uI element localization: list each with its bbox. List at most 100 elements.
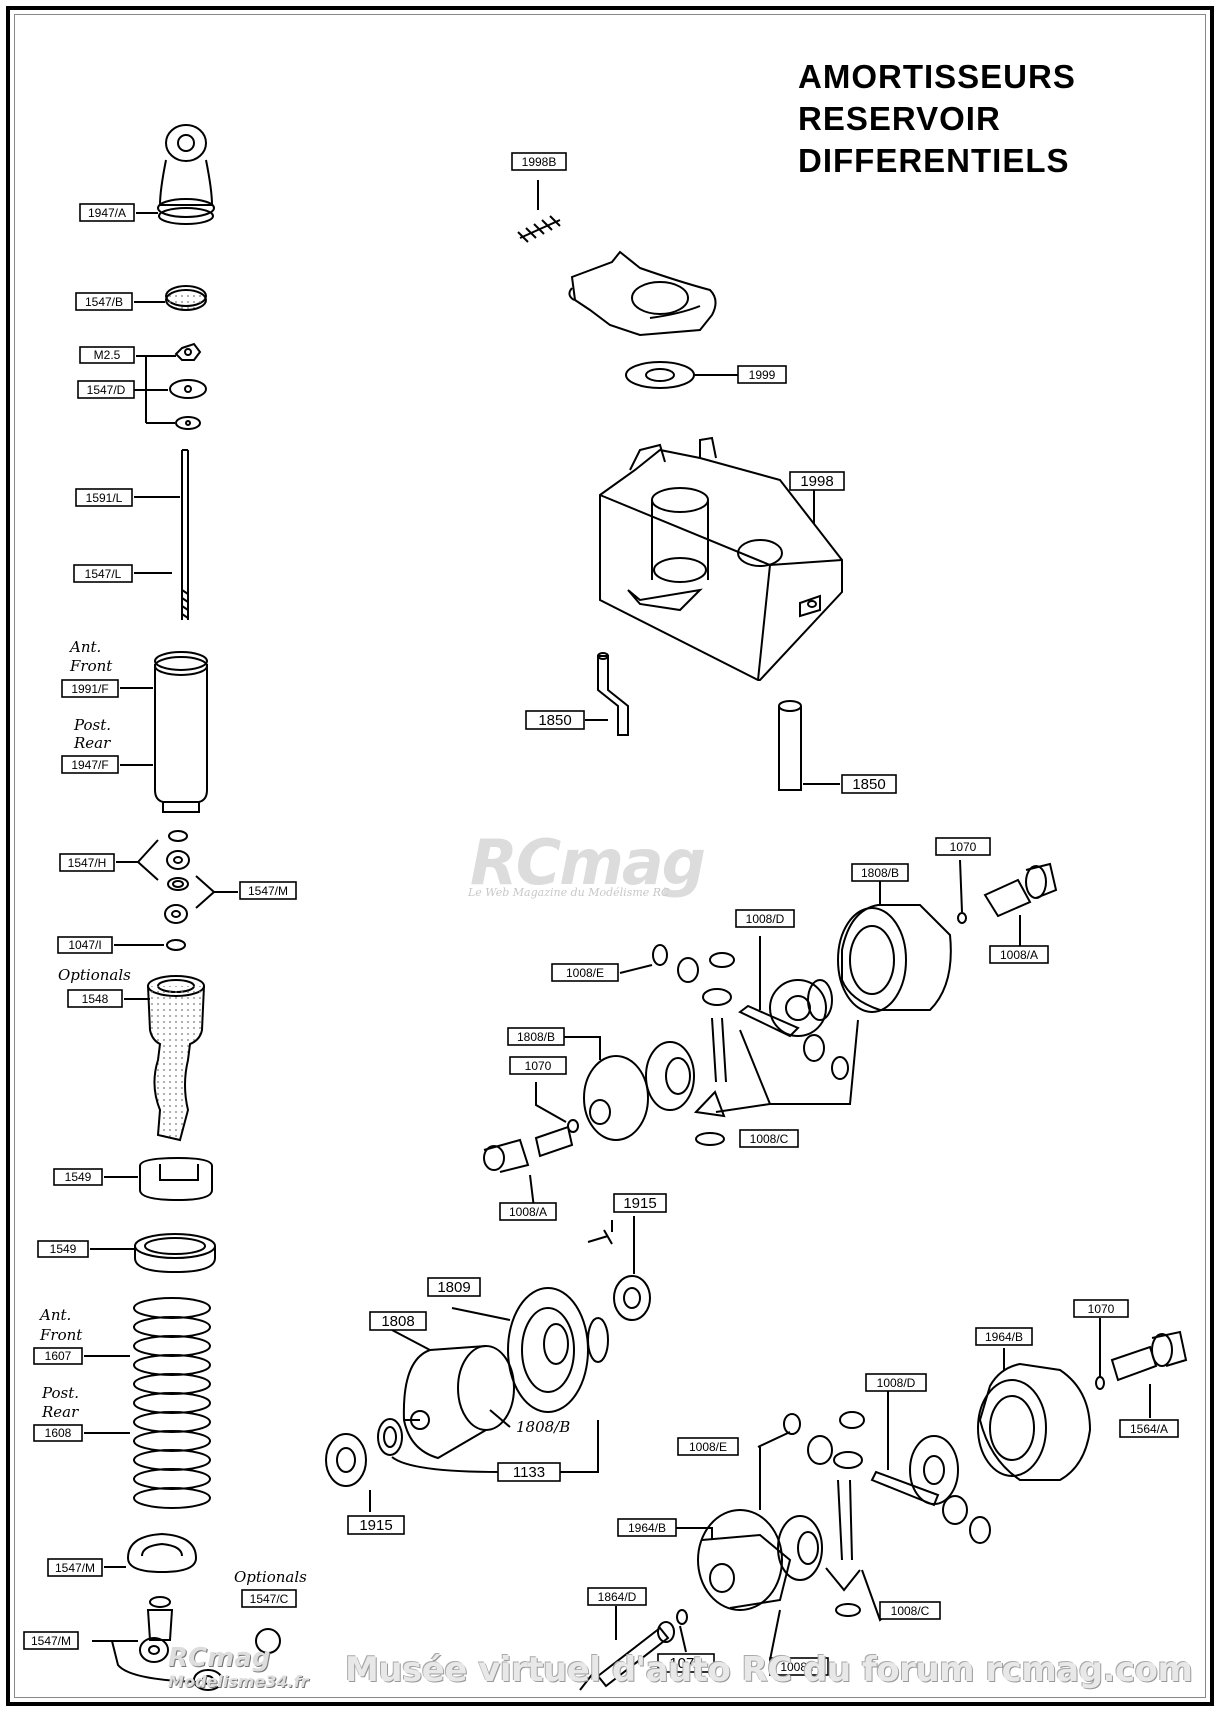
diff-b-ring-gear: [507, 1287, 589, 1413]
diff-a-gear-left: [645, 1041, 695, 1111]
footer-watermark: Musée virtuel d'auto RC du forum rcmag.c…: [345, 1650, 1193, 1690]
corner-logo-subtitle: Modelisme34.fr: [168, 1672, 309, 1691]
part-label-text-b-1915-top: 1915: [623, 1195, 656, 1212]
part-label-shaft1: 1591/L: [75, 488, 133, 507]
part-label-a-1008a-right: 1008/A: [989, 945, 1049, 964]
tank-gasket: [625, 361, 695, 389]
note-optionals-note: Optionals: [234, 1568, 307, 1586]
part-label-text-spring: 1998B: [522, 155, 557, 169]
part-label-text-membrane: 1547/B: [85, 295, 123, 309]
spring-coil: [133, 1468, 211, 1490]
shock-cap: [157, 124, 215, 225]
title-line-3: DIFFERENTIELS: [798, 142, 1070, 179]
part-label-text-gasket: 1999: [749, 368, 776, 382]
part-label-text-rod-end: 1547/M: [31, 1634, 71, 1648]
fuel-tank: [599, 436, 843, 681]
part-label-a-1808b-left: 1808/B: [507, 1027, 565, 1046]
part-label-membrane: 1547/B: [75, 292, 133, 311]
part-label-text-a-1070: 1070: [950, 840, 977, 854]
fuel-pickup-right: [778, 700, 802, 791]
part-label-text-body-front: 1991/F: [71, 682, 108, 696]
part-label-a-1808b: 1808/B: [851, 863, 909, 882]
shock-membrane: [165, 285, 207, 311]
part-label-text-b-1808: 1808: [381, 1313, 414, 1330]
part-label-optionals-part: 1547/C: [241, 1589, 297, 1608]
part-label-text-spring-front: 1607: [45, 1349, 72, 1363]
part-label-b-1915-bottom: 1915: [347, 1515, 405, 1535]
part-label-text-oring-left: 1547/H: [68, 856, 107, 870]
part-label-text-b-1809: 1809: [437, 1279, 470, 1296]
part-label-c-1008d: 1008/D: [865, 1373, 927, 1392]
part-label-c-1008e: 1008/E: [677, 1437, 739, 1456]
part-label-c-1964b: 1964/B: [975, 1327, 1033, 1346]
part-label-shaft2: 1547/L: [73, 564, 133, 583]
shock-boot: [147, 975, 205, 1142]
part-label-a-1008e: 1008/E: [551, 963, 619, 982]
part-label-text-spring-seat: 1547/M: [55, 1561, 95, 1575]
diff-b-bearing-bottom: [325, 1433, 367, 1487]
note-spring-front-note2: Front: [39, 1326, 83, 1344]
part-label-text-collar1: 1549: [65, 1170, 92, 1184]
part-label-a-1008d: 1008/D: [735, 909, 795, 928]
shock-collar: [139, 1156, 213, 1202]
part-label-text-clip: 1047/I: [68, 938, 101, 952]
part-label-pickup-left: 1850: [525, 710, 585, 730]
part-label-spring-front: 1607: [33, 1347, 83, 1365]
part-label-text-spring-rear: 1608: [45, 1426, 72, 1440]
spring-coil: [133, 1392, 211, 1414]
rcmag-watermark-tagline: Le Web Magazine du Modélisme RC: [468, 886, 670, 899]
part-label-collar2: 1549: [37, 1240, 89, 1258]
part-label-a-1008c: 1008/C: [739, 1129, 799, 1148]
part-label-text-piston: 1547/D: [87, 383, 126, 397]
part-label-a-1070: 1070: [935, 837, 991, 856]
part-label-text-c-1008d: 1008/D: [877, 1376, 916, 1390]
part-label-oring-right: 1547/M: [239, 881, 297, 900]
part-label-text-a-1008d: 1008/D: [746, 912, 785, 926]
diff-c-cover: [697, 1509, 792, 1611]
note-spring-rear-note2: Rear: [41, 1403, 79, 1421]
part-label-text-c-1564a: 1564/A: [1130, 1422, 1168, 1436]
note-rear-note1: Post.: [73, 716, 111, 734]
part-label-c-1008c: 1008/C: [879, 1601, 941, 1620]
part-label-text-a-1008a-right: 1008/A: [1000, 948, 1038, 962]
inner-border: [14, 14, 1206, 1698]
spring-coil: [133, 1430, 211, 1452]
part-label-oring-left: 1547/H: [59, 853, 115, 872]
part-label-piston: 1547/D: [77, 380, 135, 399]
part-label-body-rear: 1947/F: [61, 755, 119, 774]
note-spring-front-note1: Ant.: [38, 1306, 71, 1324]
part-label-b-1133: 1133: [497, 1462, 561, 1482]
spring-coil: [133, 1354, 211, 1376]
part-label-text-a-1008c: 1008/C: [750, 1132, 789, 1146]
part-label-text-collar2: 1549: [50, 1242, 77, 1256]
diff-c-case: [977, 1362, 1092, 1481]
spring-coil: [133, 1373, 211, 1395]
part-label-spring-seat: 1547/M: [47, 1558, 103, 1577]
part-label-spring-rear: 1608: [33, 1424, 83, 1442]
part-label-text-b-1133: 1133: [513, 1464, 545, 1481]
shock-body: [154, 651, 208, 813]
part-label-c-1008f: 1008/F: [769, 1657, 829, 1676]
shock-shaft: [181, 449, 189, 620]
spring-coil: [133, 1335, 211, 1357]
part-label-text-c-1964b-left: 1964/B: [628, 1521, 666, 1535]
part-label-text-boot: 1548: [82, 992, 109, 1006]
diff-a-cover: [583, 1055, 649, 1141]
part-label-text-body-rear: 1947/F: [71, 758, 108, 772]
part-label-text-tank: 1998: [800, 473, 833, 490]
optional-ball: [255, 1628, 281, 1654]
shock-nut: [174, 342, 202, 361]
part-label-body-front: 1991/F: [61, 679, 119, 698]
part-label-text-cap: 1947/A: [88, 206, 126, 220]
part-label-text-oring-right: 1547/M: [248, 884, 288, 898]
spring-coil: [133, 1316, 211, 1338]
part-label-text-a-1008e: 1008/E: [566, 966, 604, 980]
diff-b-housing: [402, 1345, 515, 1460]
spring-coil: [133, 1297, 211, 1319]
corner-logo: RCmag: [168, 1643, 271, 1673]
part-label-cap: 1947/A: [79, 203, 135, 222]
shock-piston: [169, 379, 207, 399]
page-frame: [6, 6, 1214, 1706]
part-label-text-optionals-part: 1547/C: [250, 1592, 289, 1606]
shock-spring: [133, 1297, 211, 1509]
